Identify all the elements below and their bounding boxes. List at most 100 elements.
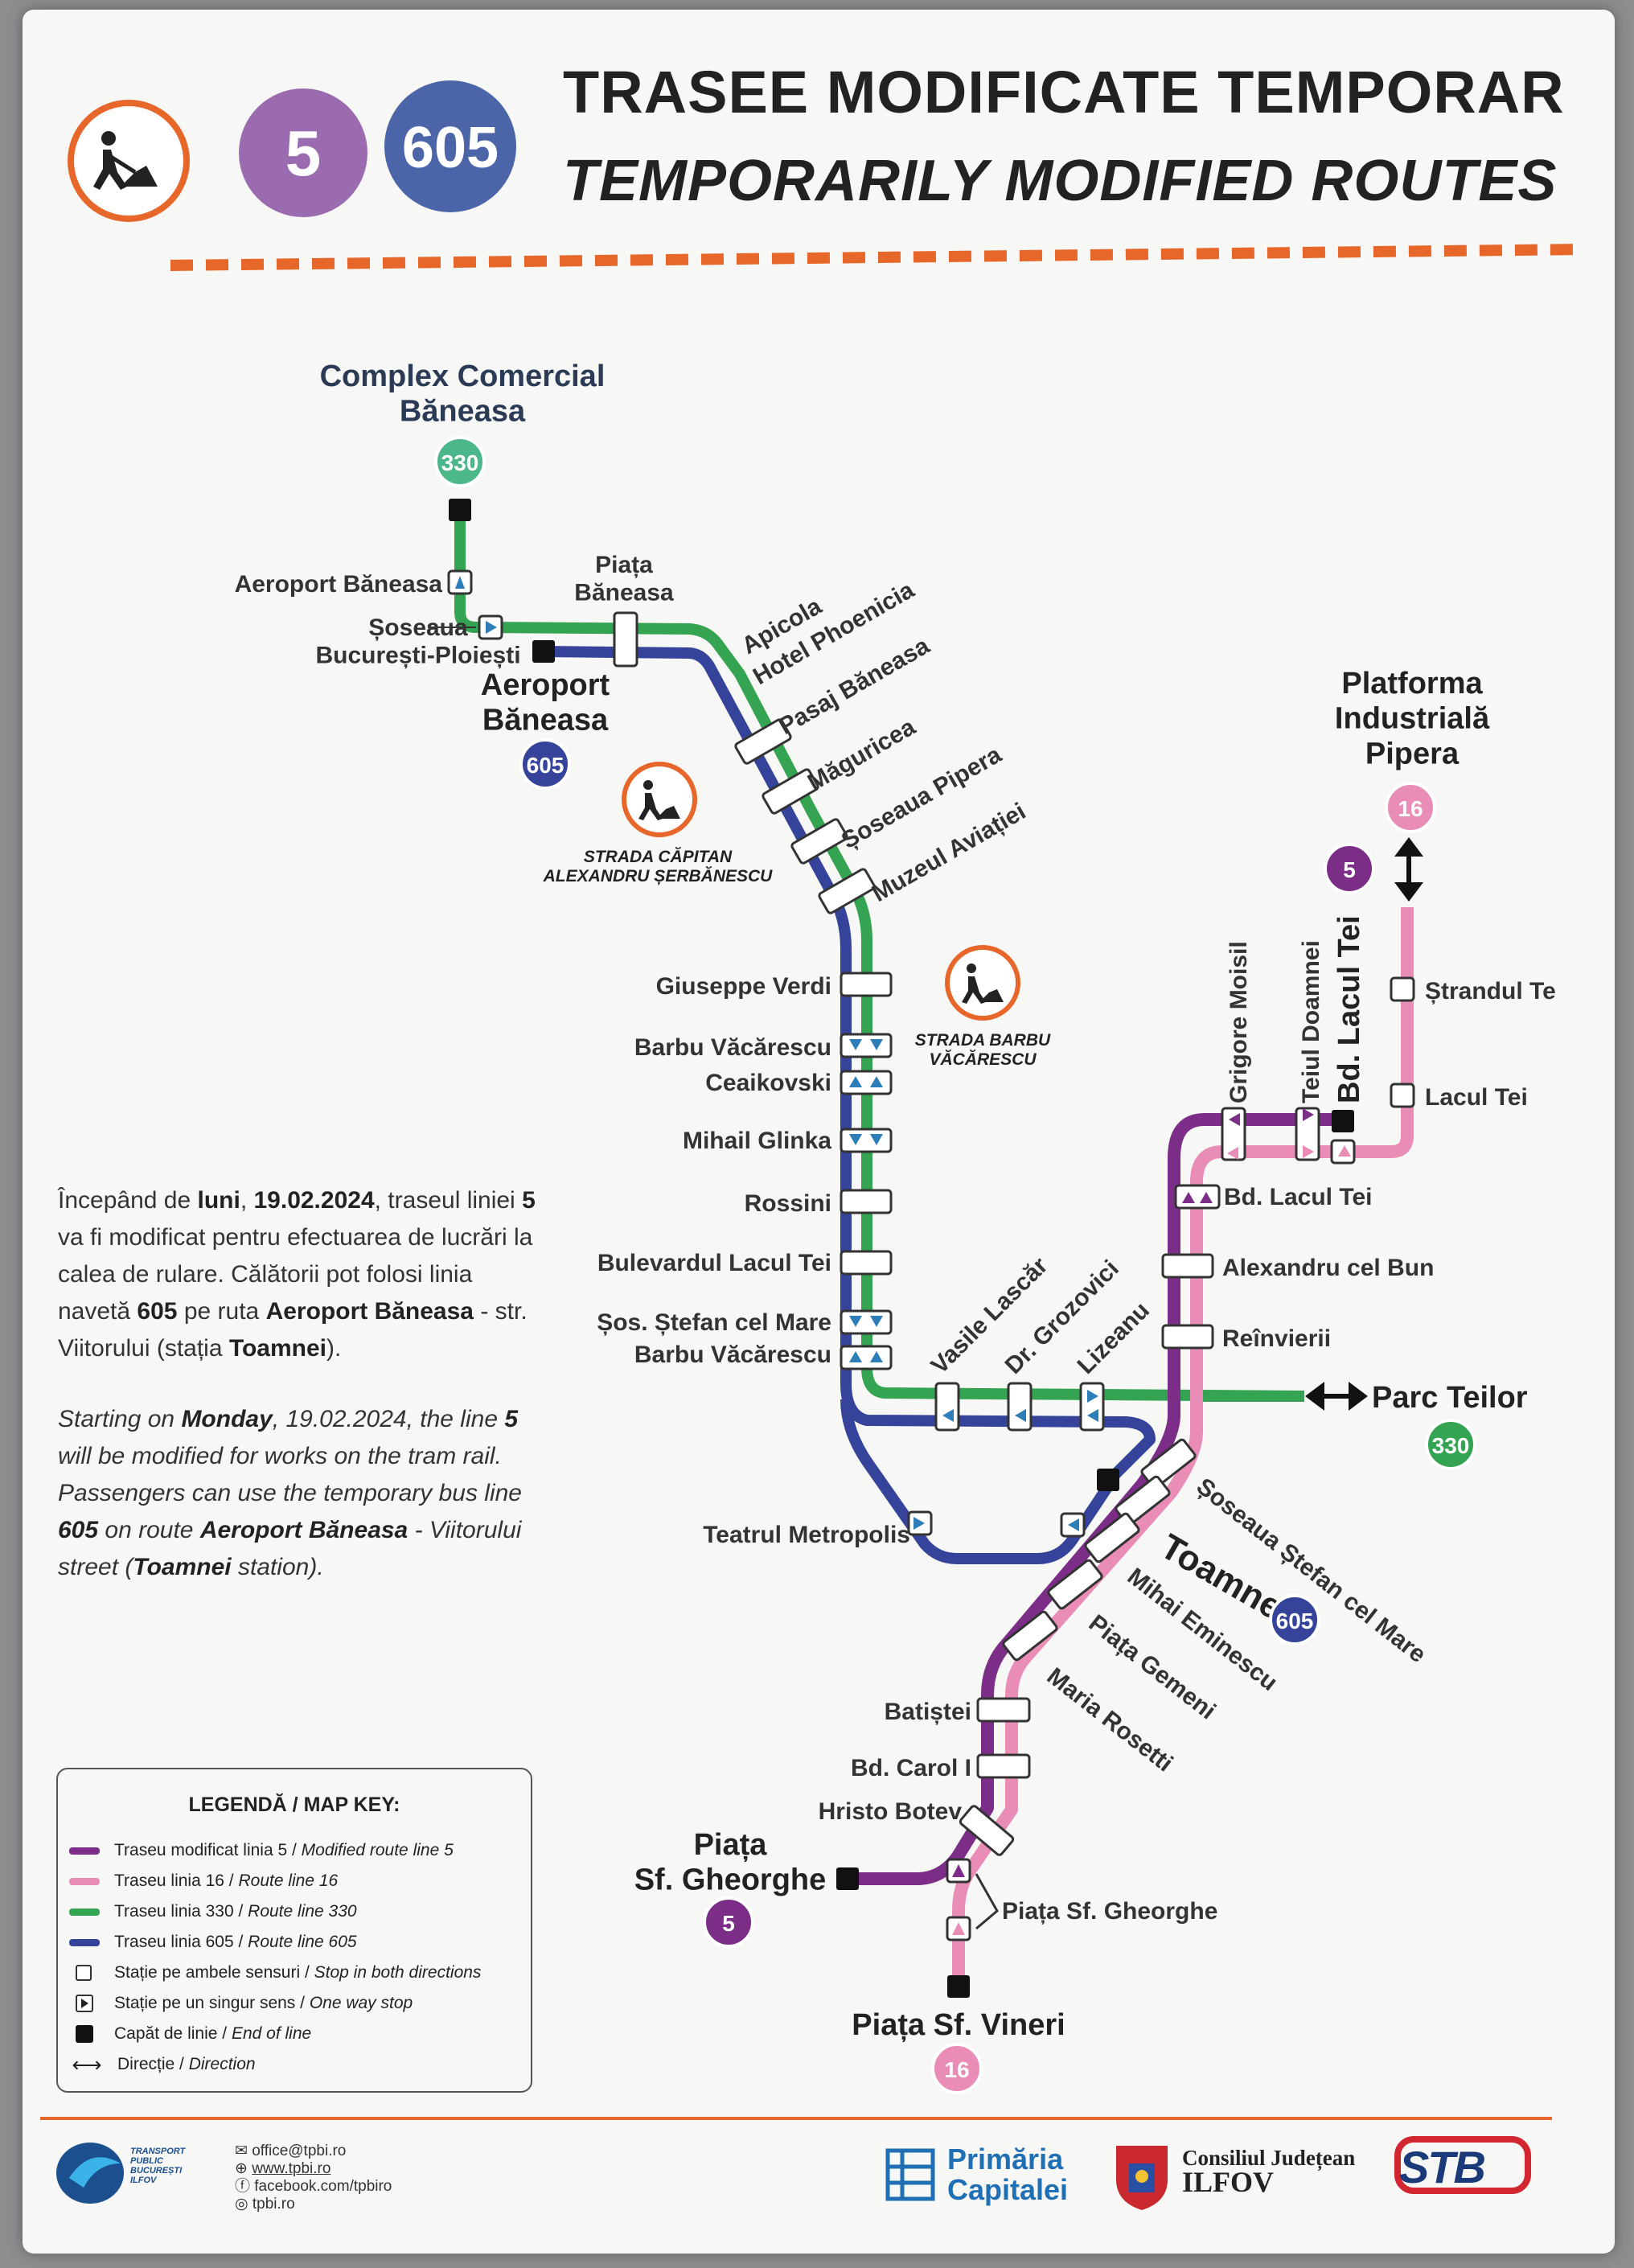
terminus-parc-teilor: Parc Teilor [1372,1381,1528,1415]
legend-item: Stație pe un singur sens / One way stop [69,1991,413,2015]
header-divider [170,244,1585,271]
roadworks-icon [945,945,1020,1021]
stop-sos-stefan-cel-mare: Șos. Ștefan cel Mare [597,1309,831,1336]
stop-bd-carol: Bd. Carol I [851,1755,971,1781]
legend-item: ⟷ Direcție / Direction [69,2052,256,2077]
stop-bracket [975,1873,999,1930]
title-en: TEMPORARILY MODIFIED ROUTES [563,149,1558,213]
notice-en: Starting on Monday, 19.02.2024, the line… [58,1406,522,1580]
consiliul-judetean-ilfov: Consiliul Județean ILFOV [1182,2146,1355,2198]
stop-mihail-glinka: Mihail Glinka [683,1128,831,1154]
stb-logo [1394,2136,1531,2194]
stop-barbu-vacarescu-2: Barbu Văcărescu [634,1341,831,1368]
route-16-badge [1385,782,1436,833]
direction-arrow-icon: ⟷ [72,2052,102,2077]
stop-barbu-vacarescu-1: Barbu Văcărescu [634,1034,831,1061]
route-5-badge [1324,843,1375,894]
legend-title: LEGENDĂ / MAP KEY: [188,1793,400,1816]
stop-rossini: Rossini [745,1190,831,1217]
legend-item: Capăt de linie / End of line [69,2022,311,2046]
route-16-badge-sf-vineri [931,2043,983,2094]
route-605-badge [519,738,571,790]
stop-both-directions-icon [76,1965,92,1981]
consiliul-line2: ILFOV [1182,2166,1275,2198]
footer-divider [40,2117,1552,2120]
stop-markers [613,611,1415,1856]
route-5-badge-label: 5 [1343,857,1356,882]
route-330-badge-east-label: 330 [1432,1433,1470,1458]
route-605-badge-label: 605 [527,753,565,778]
legend-item: Traseu linia 16 / Route line 16 [69,1869,338,1893]
legend-label: Direcție / Direction [117,2055,256,2073]
tpbi-web[interactable]: www.tpbi.ro [252,2160,331,2177]
legend-line-swatch [69,1908,100,1916]
route-330-badge-label: 330 [441,450,479,475]
stop-giuseppe-verdi: Giuseppe Verdi [656,973,831,1000]
end-of-line-icon [449,499,1354,1998]
stop-alexandru-cel-bun: Alexandru cel Bun [1222,1255,1434,1281]
stop-bd-lacul-tei-end: Bd. Lacul Tei [1332,915,1366,1103]
line605-badge [384,80,516,212]
route-605-loop [840,1399,1113,1564]
legend-label: Traseu linia 330 / Route line 330 [114,1902,357,1921]
notice-ro: Începând de luni, 19.02.2024, traseul li… [58,1187,536,1362]
tpbi-email[interactable]: office@tpbi.ro [252,2143,347,2159]
legend-label: Stație pe un singur sens / One way stop [114,1994,413,2012]
stop-bd-lacul-tei: Bd. Lacul Tei [1224,1184,1372,1210]
legend-label: Traseu modificat linia 5 / Modified rout… [114,1841,454,1859]
stop-piata-sf-gheorghe: Piața Sf. Gheorghe [1002,1898,1217,1925]
legend-line-swatch [69,1877,100,1885]
legend-label-en: Route line 330 [248,1902,357,1921]
legend-label: Traseu linia 605 / Route line 605 [114,1933,357,1951]
line5-badge [239,88,367,217]
ilfov-coat-of-arms [1116,2146,1168,2210]
stop-bulevardul-lacul-tei: Bulevardul Lacul Tei [597,1250,831,1276]
web-icon: ⊕ [235,2160,252,2177]
tpbi-logo [56,2143,124,2204]
legend-label-en: End of line [231,2024,312,2043]
route-16-badge-label: 16 [1398,796,1423,821]
direction-arrow-icon [1394,837,1423,902]
instagram-icon: ◎ [235,2196,252,2213]
legend-line-swatch [69,1847,100,1855]
stop-grigore-moisil: Grigore Moisil [1226,941,1252,1103]
stop-strandul-tei: Ștrandul Te [1425,978,1556,1005]
tpbi-instagram[interactable]: tpbi.ro [252,2196,295,2213]
facebook-icon: ⓕ [235,2178,255,2195]
legend-label: Traseu linia 16 / Route line 16 [114,1872,339,1890]
route-605-badge-toamnei-label: 605 [1276,1609,1314,1633]
line5-badge-label: 5 [285,117,322,189]
route-605-badge-toamnei [1269,1594,1320,1646]
email-icon: ✉ [235,2143,252,2159]
roadworks-header-icon [68,100,190,222]
one-way-stop-icon [76,1995,93,2012]
legend-label-en: Route line 605 [248,1933,357,1951]
direction-arrow-icon [1305,1382,1368,1411]
legend-label-en: Modified route line 5 [301,1841,454,1859]
map-key: LEGENDĂ / MAP KEY: Traseu modificat lini… [56,1768,532,2093]
one-way-stop-markers [447,569,1356,1941]
legend-label: Stație pe ambele sensuri / Stop in both … [114,1963,482,1982]
stop-batistei: Batiștei [885,1699,971,1725]
legend-item: Traseu linia 605 / Route line 605 [69,1930,357,1954]
stop-reinvierii: Reînvierii [1222,1325,1331,1352]
legend-item: Stație pe ambele sensuri / Stop in both … [69,1961,481,1985]
legend-item: Traseu modificat linia 5 / Modified rout… [69,1839,454,1863]
legend-label-en: Stop in both directions [314,1963,482,1982]
roadworks-icon [622,762,697,837]
terminus-sf-vineri: Piața Sf. Vineri [852,2008,1065,2042]
stop-ceaikovski: Ceaikovski [705,1070,831,1096]
tpbi-facebook[interactable]: facebook.com/tpbiro [254,2178,392,2195]
route-605 [543,646,1156,1484]
